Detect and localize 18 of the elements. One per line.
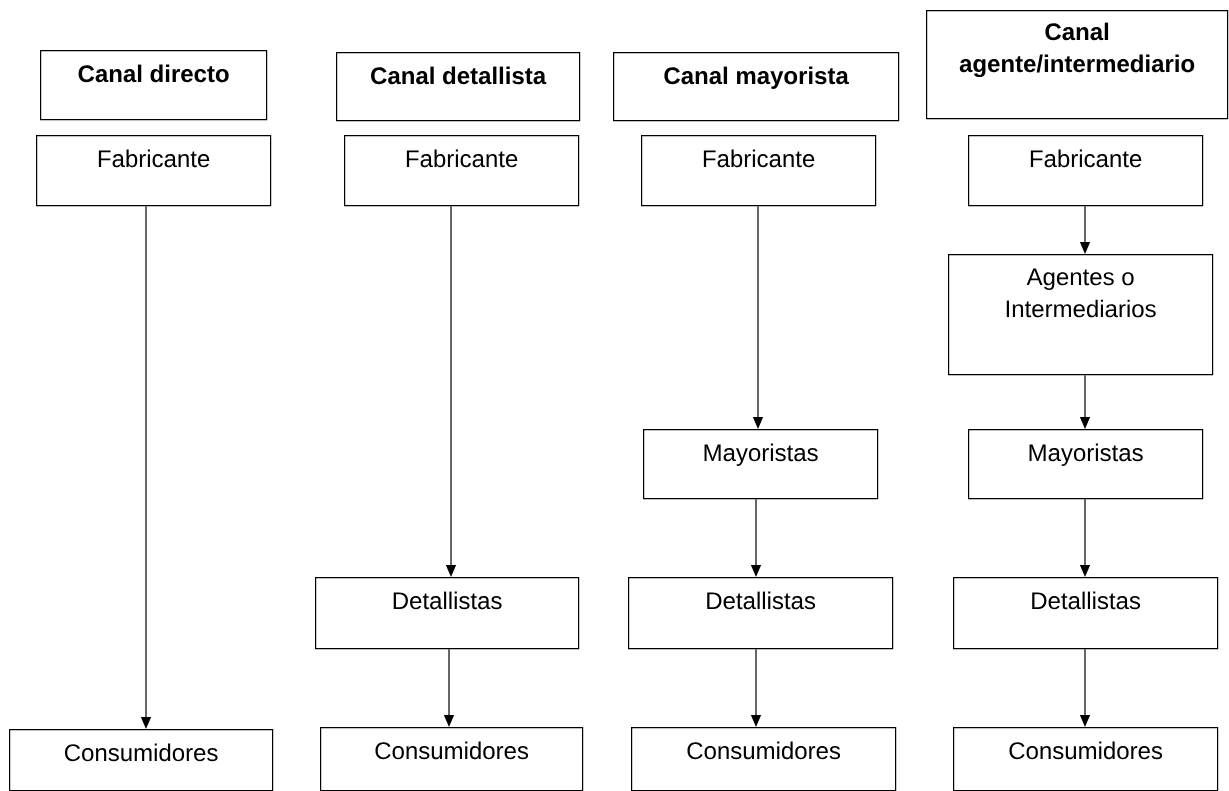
process-box: Mayoristas (968, 429, 1204, 500)
process-box: Mayoristas (643, 429, 879, 500)
channel-title-box: Canal detallista (336, 52, 581, 122)
process-box: Fabricante (36, 135, 272, 207)
channel-title-box: Canal directo (40, 50, 268, 121)
process-box: Detallistas (953, 577, 1219, 650)
process-box: Consumidores (953, 727, 1219, 791)
channel-title-box: Canal agente/intermediario (926, 10, 1229, 120)
process-box: Agentes o Intermediarios (948, 254, 1214, 376)
process-box: Fabricante (344, 135, 580, 207)
process-box: Detallistas (315, 577, 580, 650)
channel-title-box: Canal mayorista (613, 52, 900, 122)
process-box: Fabricante (641, 135, 877, 207)
process-box: Consumidores (631, 727, 897, 791)
process-box: Detallistas (628, 577, 894, 650)
process-box: Consumidores (9, 729, 274, 791)
process-box: Consumidores (320, 727, 584, 791)
process-box: Fabricante (968, 135, 1204, 207)
